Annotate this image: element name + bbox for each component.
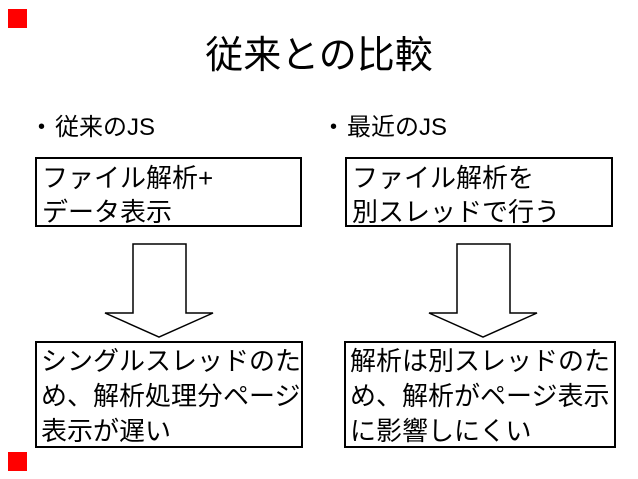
down-arrow-right: [428, 243, 538, 339]
box-line: 表示が遅い: [41, 416, 172, 446]
box-line: め、解析処理分ページ: [41, 381, 301, 411]
box-line: 別スレッドで行う: [352, 197, 561, 227]
box-line: に影響しにくい: [350, 416, 532, 446]
box-line: ファイル解析を: [352, 163, 535, 193]
bullet-icon: •: [38, 116, 46, 138]
box-conventional-process: ファイル解析+ データ表示: [35, 157, 302, 227]
bullet-icon: •: [330, 116, 338, 138]
box-recent-process: ファイル解析を 別スレッドで行う: [345, 157, 613, 227]
bullet-label: 従来のJS: [55, 114, 156, 141]
box-line: シングルスレッドのた: [41, 346, 302, 376]
box-recent-result: 解析は別スレッドのた め、解析がページ表示 に影響しにくい: [344, 341, 616, 448]
red-corner-marker-bottom: [8, 452, 27, 471]
bullet-item-conventional-js: • 従来のJS: [38, 112, 155, 143]
down-arrow-left: [104, 243, 214, 339]
box-line: ファイル解析+: [42, 163, 214, 193]
down-arrow-icon: [428, 243, 538, 338]
down-arrow-icon: [104, 243, 214, 338]
box-line: 解析は別スレッドのた: [350, 346, 611, 376]
box-line: データ表示: [42, 197, 173, 227]
slide-title: 従来との比較: [205, 35, 433, 77]
bullet-label: 最近のJS: [347, 114, 448, 141]
box-line: め、解析がページ表示: [350, 381, 610, 411]
bullet-item-recent-js: • 最近のJS: [330, 112, 447, 143]
box-conventional-result: シングルスレッドのた め、解析処理分ページ 表示が遅い: [35, 341, 303, 448]
red-corner-marker-top: [8, 9, 27, 28]
